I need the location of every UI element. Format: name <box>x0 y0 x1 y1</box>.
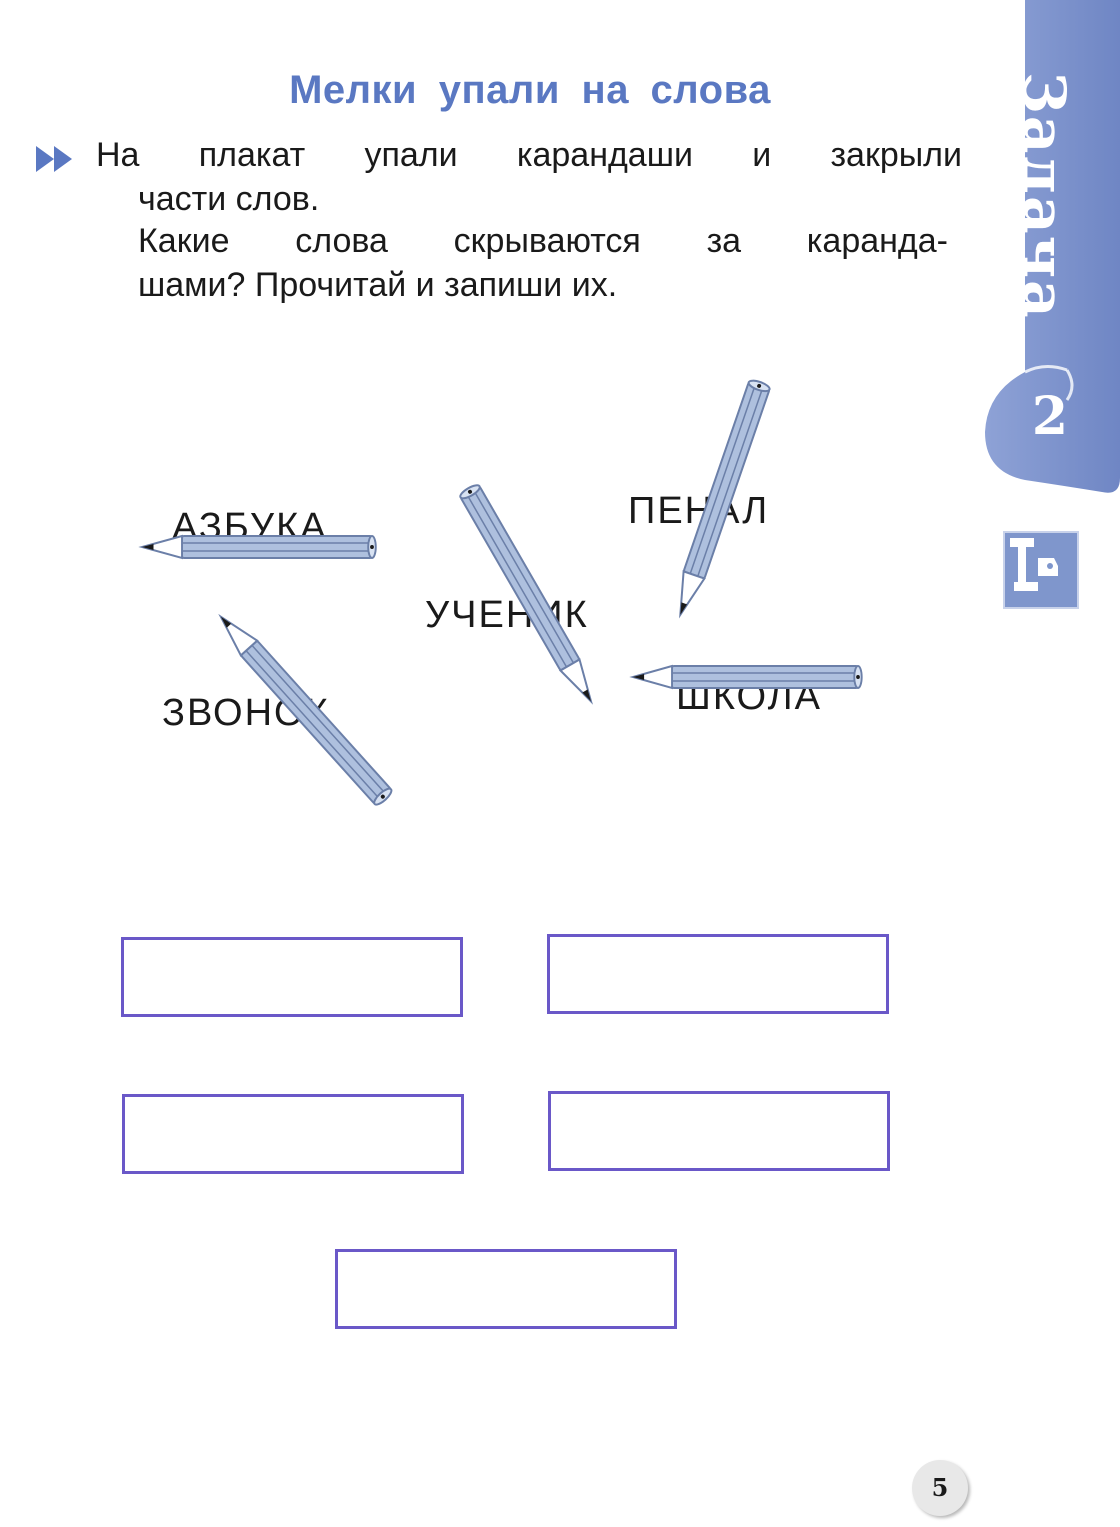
instruction-line-4: шами? Прочитай и запиши их. <box>138 266 618 304</box>
word-penal: ПЕНАЛ <box>628 490 770 532</box>
word-uchenik: УЧЕНИК <box>425 594 589 636</box>
task-tab-number: 2 <box>1031 386 1069 447</box>
instruction-line-2: части слов. <box>138 180 320 218</box>
instruction-line-3: Какие слова скрываются за каранда- <box>138 222 948 260</box>
answer-box-3[interactable] <box>122 1094 464 1174</box>
answer-box-1[interactable] <box>121 937 463 1017</box>
word-shkola: ШКОЛА <box>676 676 822 718</box>
task-tab <box>985 0 1120 493</box>
word-zvonok: ЗВОНОК <box>162 692 330 734</box>
word-azbuka: АЗБУКА <box>172 506 328 548</box>
page-title: Мелки упали на слова <box>289 68 771 112</box>
page-number: 5 <box>912 1460 968 1516</box>
answer-box-5[interactable] <box>335 1249 677 1329</box>
double-arrow-icon <box>36 146 72 172</box>
answer-box-4[interactable] <box>548 1091 890 1171</box>
answer-box-2[interactable] <box>547 934 889 1014</box>
instruction-line-1: На плакат упали карандаши и закрыли <box>96 136 962 174</box>
task-tab-label: Задача <box>1010 72 1078 320</box>
writing-tool-icon <box>1003 531 1079 609</box>
